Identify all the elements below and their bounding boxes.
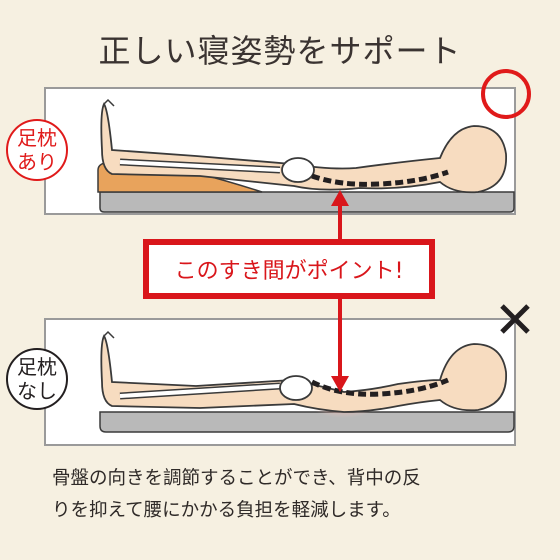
page-title: 正しい寝姿勢をサポート	[98, 32, 462, 70]
badge-line-1: 足枕	[17, 126, 57, 150]
without-pillow-badge: 足枕 なし	[6, 348, 68, 410]
body	[100, 102, 507, 194]
pelvis	[279, 375, 313, 401]
spine	[310, 377, 449, 397]
description-line-1: 骨盤の向きを調節することができ、背中の反	[52, 468, 421, 489]
pelvis	[281, 157, 315, 183]
point-callout: このすき間がポイント!	[143, 239, 435, 299]
cross-icon	[500, 304, 530, 334]
mattress	[99, 191, 515, 213]
mattress	[99, 411, 515, 433]
description-line-2: りを抑えて腰にかかる負担を軽減します。	[52, 500, 401, 521]
top-scene	[97, 98, 515, 213]
callout-text: このすき間がポイント!	[149, 245, 429, 293]
circle-icon	[481, 69, 531, 119]
with-pillow-badge: 足枕 あり	[6, 119, 68, 181]
spine	[311, 169, 449, 187]
badge-line-1: 足枕	[17, 355, 57, 379]
badge-line-2: あり	[17, 150, 57, 174]
badge-line-2: なし	[17, 379, 57, 403]
description: 骨盤の向きを調節することができ、背中の反 りを抑えて腰にかかる負担を軽減します。	[52, 463, 522, 527]
bottom-scene	[99, 330, 515, 433]
body	[100, 334, 507, 413]
